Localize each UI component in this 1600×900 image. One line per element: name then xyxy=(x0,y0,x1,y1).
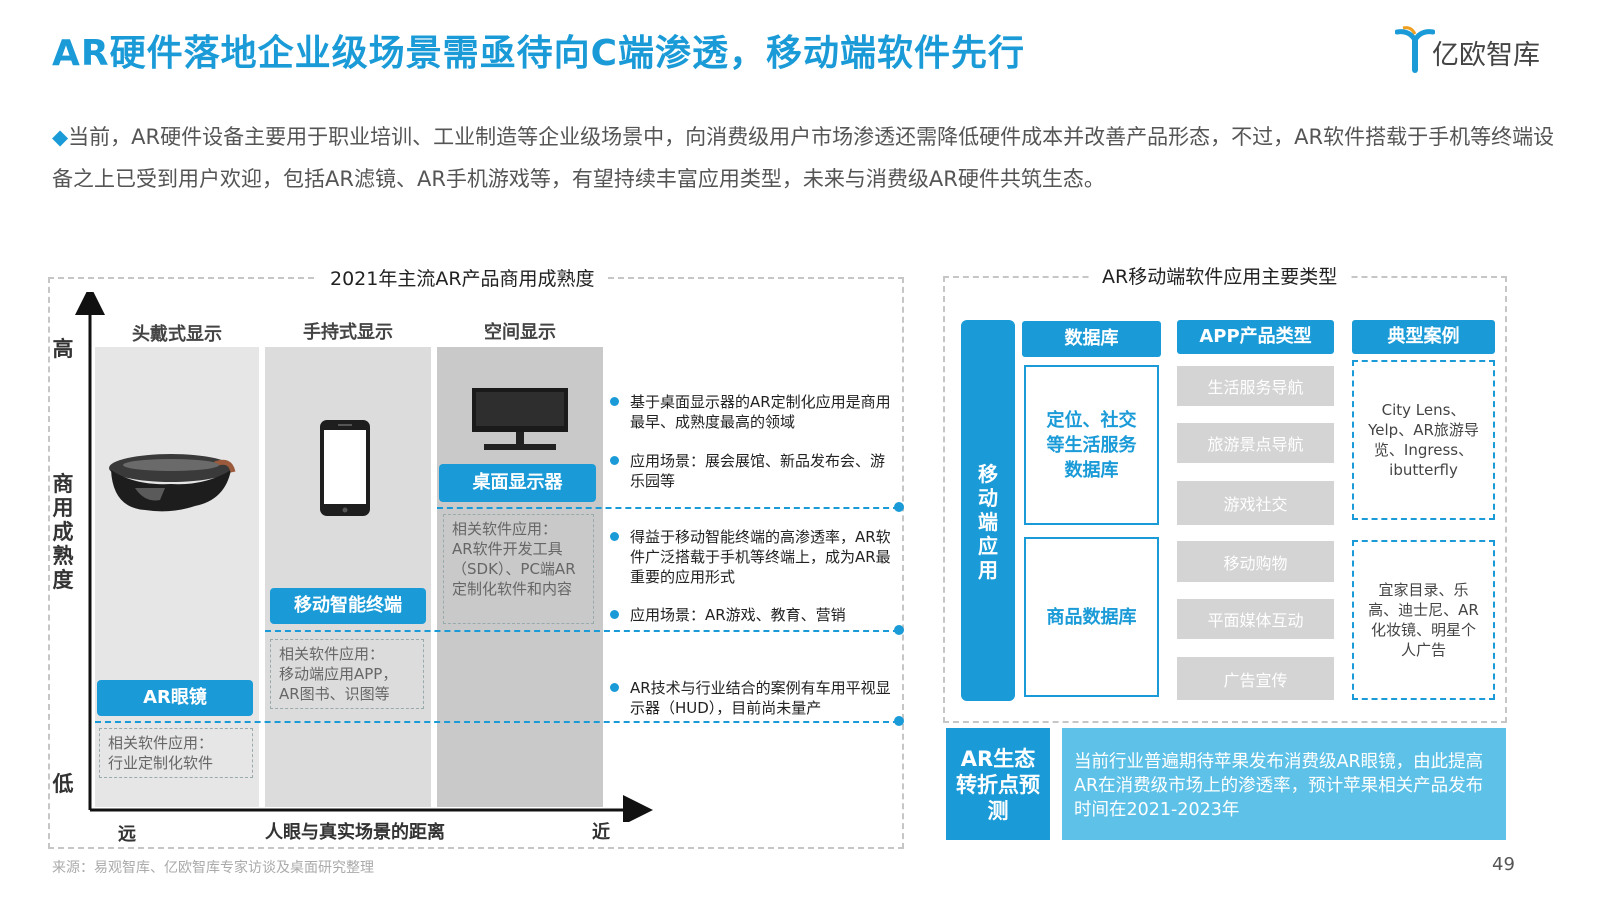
tag-ar-glasses: AR眼镜 xyxy=(97,680,253,716)
ar-headset-image xyxy=(109,454,236,512)
note-desktop-maturity: 基于桌面显示器的AR定制化应用是商用最早、成熟度最高的领域 xyxy=(610,392,896,432)
database-product: 商品数据库 xyxy=(1024,537,1159,697)
header-database: 数据库 xyxy=(1022,321,1161,357)
maturity-panel-title: 2021年主流AR产品商用成熟度 xyxy=(318,264,607,291)
threshold-line-glasses xyxy=(95,721,899,723)
logo-icon xyxy=(1394,26,1436,73)
note-dot-icon xyxy=(610,397,619,406)
y-axis-low: 低 xyxy=(52,772,74,796)
note-dot-icon xyxy=(610,683,619,692)
threshold-dot-desktop xyxy=(894,502,904,512)
page-number: 49 xyxy=(1492,854,1515,875)
cases-product: 宜家目录、乐高、迪士尼、AR化妆镜、明星个人广告 xyxy=(1352,540,1495,700)
y-axis-high: 高 xyxy=(52,337,74,361)
forecast-label: AR生态转折点预测 xyxy=(946,728,1050,840)
forecast-text: 当前行业普遍期待苹果发布消费级AR眼镜，由此提高AR在消费级市场上的渗透率，预计… xyxy=(1062,728,1506,840)
tag-mobile-terminal: 移动智能终端 xyxy=(270,588,426,624)
threshold-dot-glasses xyxy=(894,716,904,726)
x-axis-far: 远 xyxy=(118,824,136,845)
threshold-dot-mobile xyxy=(894,625,904,635)
app-type-mobile-shopping: 移动购物 xyxy=(1177,541,1334,582)
desktop-monitor-image xyxy=(472,388,568,450)
app-type-print-media: 平面媒体互动 xyxy=(1177,599,1334,639)
threshold-line-desktop xyxy=(437,507,899,509)
page-title: AR硬件落地企业级场景需亟待向C端渗透，移动端软件先行 xyxy=(52,33,1026,74)
note-mobile-penetration: 得益于移动智能终端的高渗透率，AR软件广泛搭载于手机等终端上，成为AR最重要的应… xyxy=(610,527,896,587)
note-dot-icon xyxy=(610,610,619,619)
note-text: 基于桌面显示器的AR定制化应用是商用最早、成熟度最高的领域 xyxy=(630,393,891,431)
column-head-handheld: 手持式显示 xyxy=(303,322,393,343)
database-life-service: 定位、社交等生活服务数据库 xyxy=(1024,365,1159,525)
brand-logo xyxy=(1394,26,1565,74)
x-axis-label: 人眼与真实场景的距离 xyxy=(265,822,445,843)
side-label-text: 移动端应用 xyxy=(978,462,998,582)
mobile-types-panel-title: AR移动端软件应用主要类型 xyxy=(1090,262,1350,289)
intro-paragraph: ◆当前，AR硬件设备主要用于职业培训、工业制造等企业级场景中，向消费级用户市场渗… xyxy=(52,116,1562,200)
note-hud: AR技术与行业结合的案例有车用平视显示器（HUD），目前尚未量产 xyxy=(610,678,896,718)
source-note: 来源：易观智库、亿欧智库专家访谈及桌面研究整理 xyxy=(52,860,374,876)
axes xyxy=(75,292,653,822)
app-type-game-social: 游戏社交 xyxy=(1177,481,1334,525)
smartphone-image xyxy=(320,420,370,516)
note-mobile-scenes: 应用场景：AR游戏、教育、营销 xyxy=(610,605,896,625)
column-headset-bg xyxy=(95,347,259,807)
app-type-tourism-navigation: 旅游景点导航 xyxy=(1177,423,1334,463)
column-head-spatial: 空间显示 xyxy=(484,322,556,343)
column-head-headset: 头戴式显示 xyxy=(132,324,222,345)
note-text: 应用场景：展会展馆、新品发布会、游乐园等 xyxy=(630,452,886,490)
x-axis-near: 近 xyxy=(592,822,610,843)
threshold-line-mobile xyxy=(265,630,899,632)
app-type-life-navigation: 生活服务导航 xyxy=(1177,366,1334,406)
software-box-mobile: 相关软件应用： 移动端应用APP， AR图书、识图等 xyxy=(270,639,424,709)
header-cases: 典型案例 xyxy=(1352,320,1495,354)
note-text: AR技术与行业结合的案例有车用平视显示器（HUD），目前尚未量产 xyxy=(630,679,891,717)
side-label-bar xyxy=(961,320,1015,701)
note-desktop-scenes: 应用场景：展会展馆、新品发布会、游乐园等 xyxy=(610,451,896,491)
note-text: 应用场景：AR游戏、教育、营销 xyxy=(630,606,846,624)
note-dot-icon xyxy=(610,456,619,465)
cases-life-service: City Lens、Yelp、AR旅游导览、Ingress、ibutterfly xyxy=(1352,360,1495,520)
note-dot-icon xyxy=(610,532,619,541)
diamond-bullet-icon: ◆ xyxy=(52,125,69,149)
note-text: 得益于移动智能终端的高渗透率，AR软件广泛搭载于手机等终端上，成为AR最重要的应… xyxy=(630,528,891,586)
header-app-type: APP产品类型 xyxy=(1177,320,1334,354)
app-type-advertising: 广告宣传 xyxy=(1177,657,1334,700)
intro-text: 当前，AR硬件设备主要用于职业培训、工业制造等企业级场景中，向消费级用户市场渗透… xyxy=(52,125,1555,191)
software-box-desktop: 相关软件应用： AR软件开发工具（SDK）、PC端AR定制化软件和内容 xyxy=(443,514,594,624)
tag-desktop-monitor: 桌面显示器 xyxy=(439,464,596,502)
software-box-ar-glasses: 相关软件应用： 行业定制化软件 xyxy=(99,728,253,778)
y-axis-label: 商用成熟度 xyxy=(52,472,74,592)
logo-text: 亿欧智库 xyxy=(1432,40,1540,71)
